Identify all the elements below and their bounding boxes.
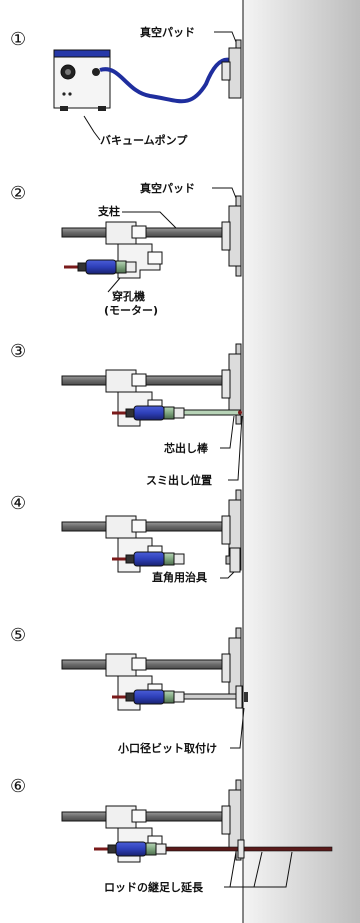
- label-center-rod: 芯出し棒: [164, 442, 208, 455]
- vacuum-pump: [53, 53, 111, 109]
- step-1-number: ①: [10, 29, 27, 50]
- step-3-number: ③: [10, 341, 27, 362]
- label-vacuum-pad-1: 真空パッド: [140, 26, 195, 39]
- small-bit: [183, 693, 241, 700]
- label-pole: 支柱: [98, 205, 120, 218]
- step-4-number: ④: [10, 493, 27, 514]
- step-5-illustration: [61, 627, 248, 749]
- center-rod: [183, 409, 241, 416]
- label-marking-position: スミ出し位置: [146, 474, 212, 487]
- step-2-number: ②: [10, 183, 27, 204]
- label-right-angle-jig: 直角用治具: [152, 571, 207, 584]
- step-3-illustration: [61, 343, 243, 481]
- label-vacuum-pump: バキュームポンプ: [100, 134, 188, 147]
- vacuum-hose: [99, 57, 231, 104]
- step-6-illustration: [61, 779, 333, 888]
- wall: [243, 0, 360, 923]
- label-drill-line2: (モーター): [104, 304, 159, 317]
- step-1-illustration: [53, 31, 242, 141]
- step-4-illustration: [61, 489, 242, 579]
- step-2-illustration: [61, 187, 242, 293]
- right-angle-jig: [229, 547, 241, 573]
- label-small-bit: 小口径ビット取付け: [118, 742, 217, 755]
- vacuum-pad: [228, 47, 242, 99]
- label-vacuum-pad-2: 真空パッド: [140, 182, 195, 195]
- extended-rod: [165, 846, 333, 852]
- label-rod-extension: ロッドの継足し延長: [104, 881, 203, 894]
- step-6-number: ⑥: [10, 776, 27, 797]
- step-5-number: ⑤: [10, 625, 27, 646]
- label-drill-line1: 穿孔機: [112, 290, 145, 303]
